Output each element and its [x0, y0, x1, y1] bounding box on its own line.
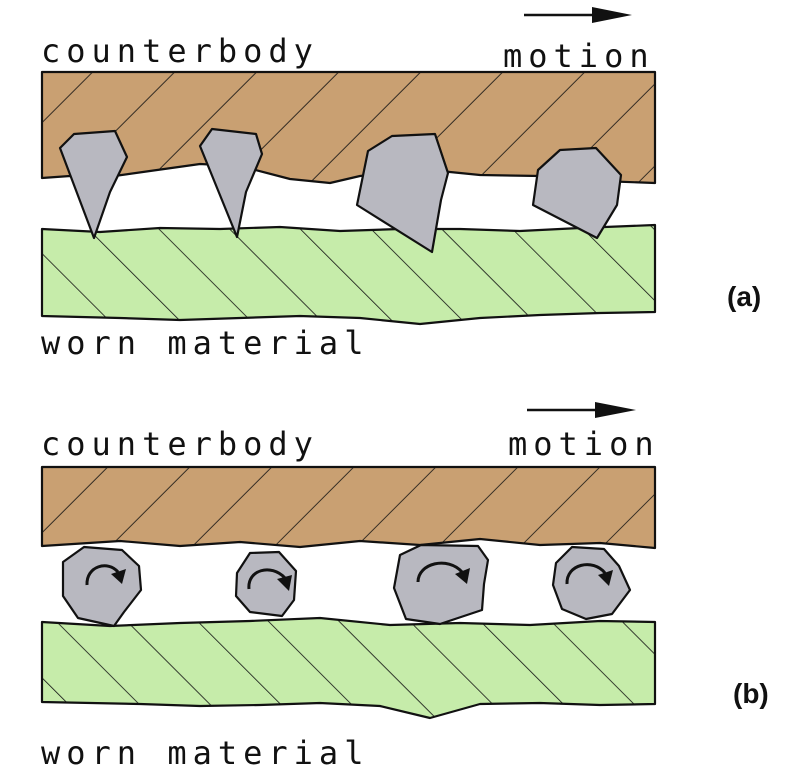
- clockwise-rotation-icon: [247, 568, 287, 590]
- worn-material-label-a: worn material: [41, 324, 370, 362]
- rotation-arrowhead: [598, 570, 613, 586]
- motion-arrow-icon: [527, 402, 636, 418]
- rolling-particle: [392, 543, 490, 626]
- panel-b: [40, 402, 657, 720]
- motion-arrow-icon: [524, 7, 632, 23]
- panel-tag-b: (b): [733, 678, 769, 709]
- counterbody-label-a: counterbody: [41, 32, 319, 70]
- abrasive-particle: [198, 127, 264, 239]
- abrasive-particle: [355, 132, 450, 254]
- clockwise-rotation-icon: [85, 564, 120, 586]
- rotation-arrowhead: [277, 575, 292, 591]
- rotation-arrowhead: [455, 568, 470, 584]
- counterbody-label-b: counterbody: [41, 425, 319, 463]
- worn-material-block: [40, 223, 657, 326]
- panel-tag-a: (a): [727, 281, 762, 312]
- abrasive-particle: [531, 146, 623, 240]
- rolling-particle: [551, 545, 632, 621]
- abrasive-particle: [58, 129, 129, 240]
- motion-label-a: motion: [503, 37, 655, 75]
- worn-material-label-b: worn material: [41, 734, 370, 772]
- motion-label-b: motion: [508, 425, 660, 463]
- rolling-particle: [61, 545, 143, 628]
- rolling-particle: [234, 550, 298, 618]
- worn-material-block: [40, 616, 657, 720]
- rotation-arrowhead: [111, 569, 126, 584]
- counterbody-block: [40, 465, 657, 550]
- clockwise-rotation-icon: [565, 563, 607, 585]
- clockwise-rotation-icon: [416, 561, 464, 583]
- panel-a: [40, 7, 657, 326]
